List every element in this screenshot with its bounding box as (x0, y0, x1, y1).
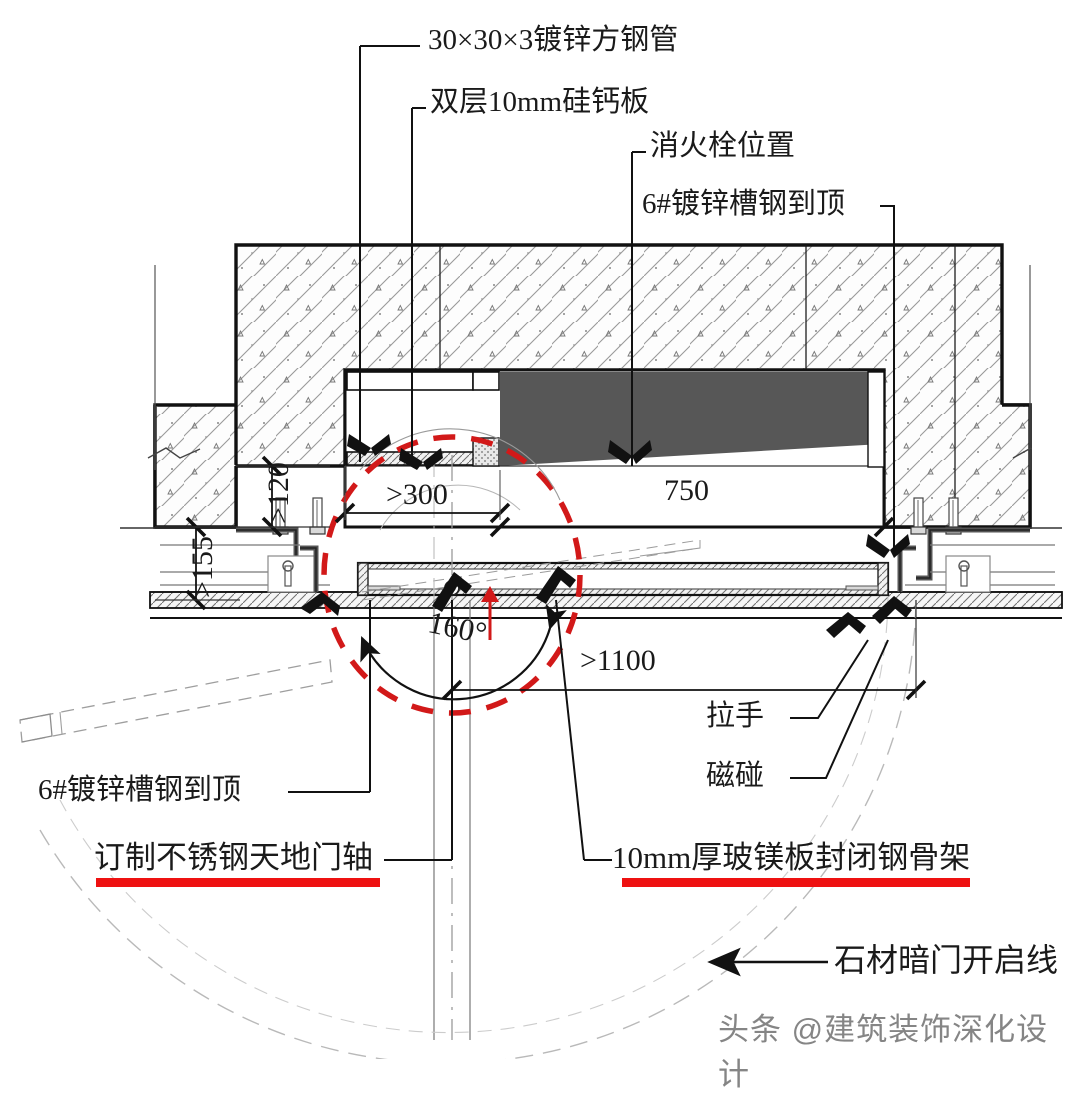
dim-depth-120: >120 (262, 462, 295, 524)
dim-width-300: >300 (386, 478, 448, 511)
wall-break-lines (120, 265, 1062, 529)
label-steel-tube: 30×30×3镀锌方钢管 (428, 24, 679, 56)
label-channel-bottom-left: 6#镀锌槽钢到顶 (38, 774, 242, 806)
label-mgo-board-frame: 10mm厚玻镁板封闭钢骨架 (612, 840, 971, 875)
label-hydrant-position: 消火栓位置 (650, 130, 796, 162)
label-handle: 拉手 (706, 700, 765, 732)
cad-drawing-svg (19, 45, 1063, 1059)
drawing-canvas: 30×30×3镀锌方钢管 双层10mm硅钙板 消火栓位置 6#镀锌槽钢到顶 6#… (19, 24, 1063, 1092)
left-channel-bracket (160, 497, 330, 593)
right-channel-bracket (897, 497, 1055, 593)
anchor-bolt (309, 497, 326, 535)
anchor-bolt (910, 497, 927, 535)
label-pivot-hinge: 订制不锈钢天地门轴 (94, 840, 373, 875)
label-magnetic-catch: 磁碰 (706, 760, 765, 792)
label-door-swing-line: 石材暗门开启线 (834, 942, 1059, 978)
leader-lines (288, 45, 895, 977)
mgo-board-underline (622, 878, 970, 887)
dim-depth-155: >155 (186, 536, 219, 598)
pivot-hinge-underline (96, 878, 380, 887)
door-leaf-open-ghost (19, 659, 333, 743)
section-arrow-markers (300, 434, 912, 638)
pivot-red-arrow (481, 586, 499, 640)
watermark-text: 头条 @建筑装饰深化设计 (718, 1012, 1049, 1092)
dim-width-1100: >1100 (580, 644, 656, 677)
label-channel-top-right: 6#镀锌槽钢到顶 (642, 188, 846, 220)
dim-width-750: 750 (664, 474, 709, 507)
label-calcium-board: 双层10mm硅钙板 (430, 86, 650, 118)
dimension-lines (155, 455, 927, 701)
door-leaf-closed (356, 539, 890, 601)
